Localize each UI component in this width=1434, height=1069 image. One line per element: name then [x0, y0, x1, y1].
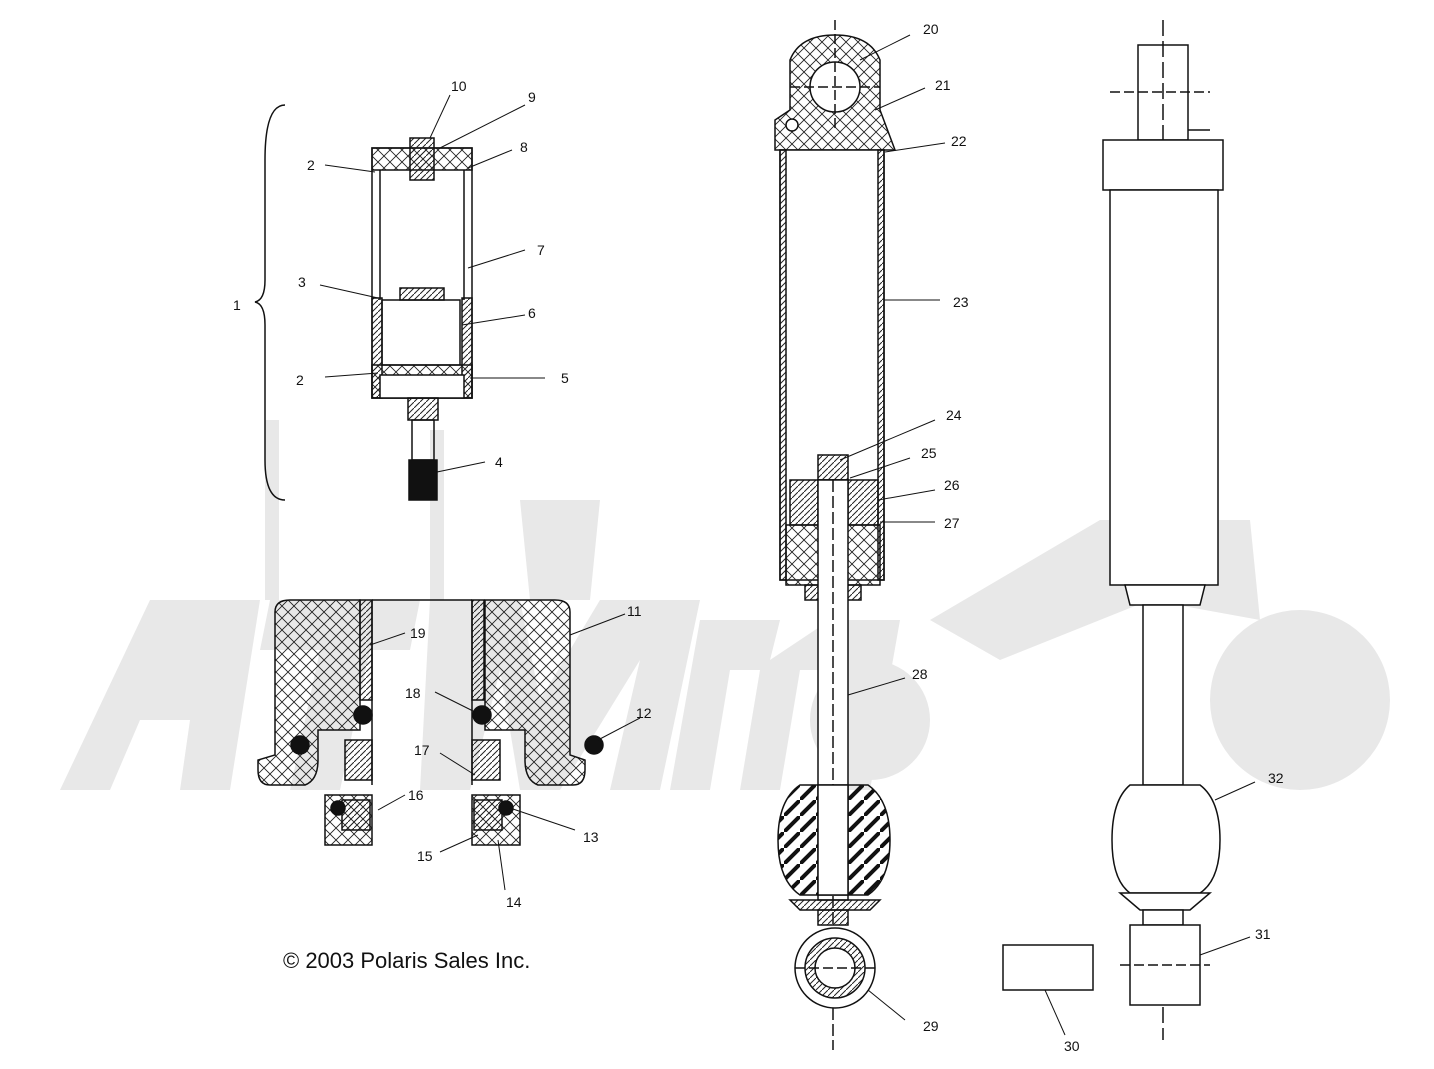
- reservoir-assembly: [254, 104, 473, 501]
- callout-13: 13: [583, 829, 599, 845]
- callout-23: 23: [953, 294, 969, 310]
- callout-21: 21: [935, 77, 951, 93]
- callout-29: 29: [923, 1018, 939, 1034]
- callout-2-upper: 2: [307, 157, 315, 173]
- callout-2-lower: 2: [296, 372, 304, 388]
- callout-19: 19: [410, 625, 426, 641]
- callout-7: 7: [537, 242, 545, 258]
- shock-cutaway: [774, 20, 897, 1050]
- callout-30: 30: [1064, 1038, 1080, 1054]
- callout-22: 22: [951, 133, 967, 149]
- callout-24: 24: [946, 407, 962, 423]
- callout-25: 25: [921, 445, 937, 461]
- copyright-notice: © 2003 Polaris Sales Inc.: [283, 948, 531, 973]
- shock-external-view: [1002, 20, 1224, 1040]
- callout-5: 5: [561, 370, 569, 386]
- callout-11: 11: [627, 603, 642, 619]
- callout-16: 16: [408, 787, 424, 803]
- callout-28: 28: [912, 666, 928, 682]
- callout-6: 6: [528, 305, 536, 321]
- leader-lines: [319, 34, 1256, 1036]
- seal-detail: [257, 599, 604, 846]
- callout-8: 8: [520, 139, 528, 155]
- callout-27: 27: [944, 515, 960, 531]
- callout-14: 14: [506, 894, 522, 910]
- callout-26: 26: [944, 477, 960, 493]
- callout-10: 10: [451, 78, 467, 94]
- callout-31: 31: [1255, 926, 1271, 942]
- callout-32: 32: [1268, 770, 1284, 786]
- callout-18: 18: [405, 685, 421, 701]
- callout-4: 4: [495, 454, 503, 470]
- callout-3: 3: [298, 274, 306, 290]
- callout-17: 17: [414, 742, 430, 758]
- callout-12: 12: [636, 705, 652, 721]
- callout-15: 15: [417, 848, 433, 864]
- callout-1: 1: [233, 297, 241, 313]
- callout-9: 9: [528, 89, 536, 105]
- callout-20: 20: [923, 21, 939, 37]
